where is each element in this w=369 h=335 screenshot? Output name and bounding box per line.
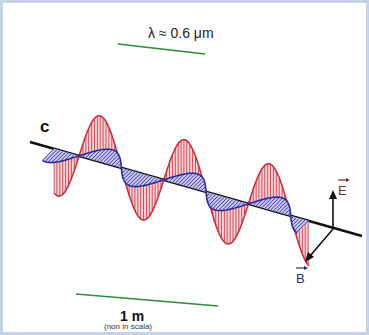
- e-overarrow-head: [346, 178, 350, 182]
- b-arrowhead: [305, 252, 314, 262]
- wavelength-line: [118, 44, 205, 54]
- scale-note: (non in scala): [104, 323, 152, 331]
- speed-label: c: [40, 118, 49, 135]
- wavelength-label: λ ≈ 0.6 μm: [148, 26, 214, 40]
- e-label: E: [338, 184, 347, 197]
- b-vector: [310, 229, 333, 256]
- e-vector: [332, 196, 334, 229]
- scale-line: [76, 294, 218, 306]
- wave-fill: [42, 149, 309, 233]
- wave-fill: [54, 116, 309, 266]
- electric-wave: [54, 116, 309, 266]
- wave-hatching: [54, 116, 308, 265]
- e-arrowhead: [329, 190, 337, 199]
- scale-label: 1 m: [120, 309, 144, 323]
- wave-outline: [54, 116, 309, 266]
- propagation-axis: [30, 142, 362, 236]
- wave-outline: [42, 149, 297, 233]
- magnetic-wave: [42, 149, 309, 233]
- b-label: B: [296, 272, 305, 285]
- wave-hatching: [42, 149, 308, 233]
- b-overarrow-head: [304, 266, 308, 270]
